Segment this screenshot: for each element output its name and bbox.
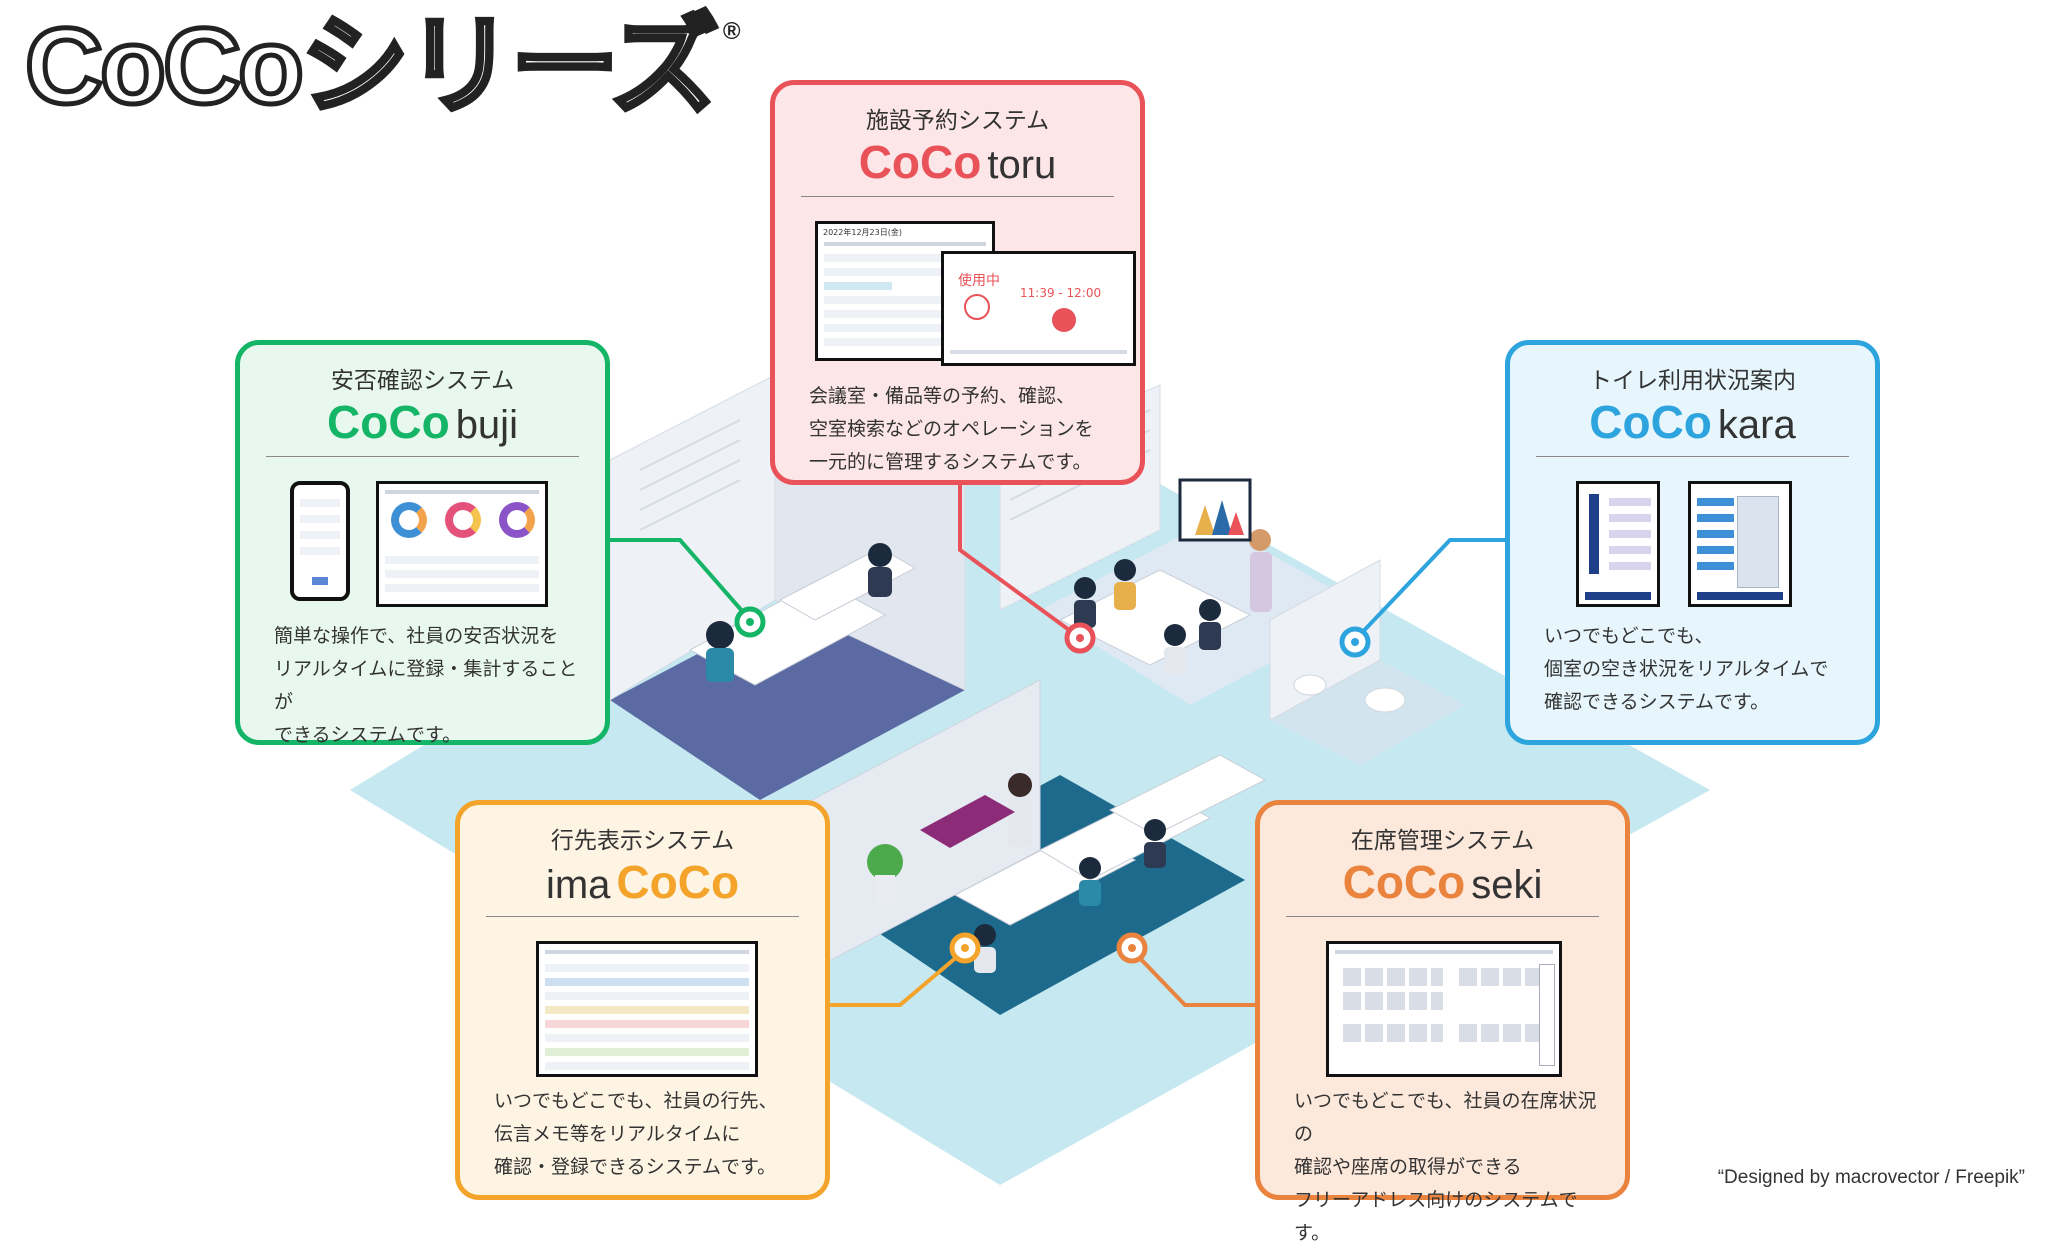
sofa xyxy=(920,795,1015,848)
card-screens xyxy=(486,933,799,1077)
pin-buji xyxy=(734,606,766,638)
floor-office-left xyxy=(610,600,965,800)
building-floors-screen xyxy=(1688,480,1792,607)
image-credit: “Designed by macrovector / Freepik” xyxy=(1717,1167,2025,1188)
pin-seki xyxy=(1116,932,1148,964)
card-description: 簡単な操作で、社員の安否状況を リアルタイムに登録・集計することが できるシステ… xyxy=(274,624,578,746)
pin-ima xyxy=(949,932,981,964)
card-description: いつでもどこでも、社員の行先、 伝言メモ等をリアルタイムに 確認・登録できるシス… xyxy=(494,1089,778,1178)
dashboard-screen xyxy=(376,480,548,607)
pin-kara xyxy=(1339,626,1371,658)
floor-restroom xyxy=(1270,660,1465,765)
card-screens xyxy=(1286,933,1599,1077)
sink xyxy=(1293,674,1327,696)
phone-screen xyxy=(290,480,350,601)
connector-buji xyxy=(605,538,752,622)
room-status-screen: 使用中 11:39 - 12:00 xyxy=(941,250,1136,366)
card-description: いつでもどこでも、 個室の空き状況をリアルタイムで 確認できるシステムです。 xyxy=(1544,624,1829,713)
restroom-status-screen xyxy=(1576,480,1660,607)
card-screens: 2022年12月23日(金) 使用中 11:39 - 12:00 xyxy=(801,213,1136,368)
plant-pot xyxy=(875,875,895,903)
connector-ima xyxy=(830,948,967,1007)
card-kind: 在席管理システム xyxy=(1350,828,1535,854)
destination-board-screen xyxy=(536,940,758,1077)
desks xyxy=(688,547,1267,926)
card-description: いつでもどこでも、社員の在席状況の 確認や座席の取得ができる フリーアドレス向け… xyxy=(1294,1089,1597,1244)
seat-map-screen xyxy=(1326,940,1562,1077)
pin-toru xyxy=(1064,622,1096,654)
card-screens xyxy=(266,473,579,608)
connector-kara xyxy=(1353,538,1505,642)
connector-seki xyxy=(1130,948,1255,1007)
connector-toru xyxy=(958,480,1082,640)
card-description: 会議室・備品等の予約、確認、 空室検索などのオペレーションを 一元的に管理するシ… xyxy=(809,384,1094,473)
card-screens xyxy=(1536,473,1849,608)
toilet xyxy=(1364,687,1406,713)
people xyxy=(706,529,1272,973)
card-kind: 行先表示システム xyxy=(550,828,735,854)
series-logo: CoCoシリーズ® xyxy=(23,5,741,126)
card-kind: 安否確認システム xyxy=(330,368,515,394)
card-kind: トイレ利用状況案内 xyxy=(1589,368,1796,394)
card-kind: 施設予約システム xyxy=(865,108,1050,134)
plant xyxy=(867,844,903,880)
